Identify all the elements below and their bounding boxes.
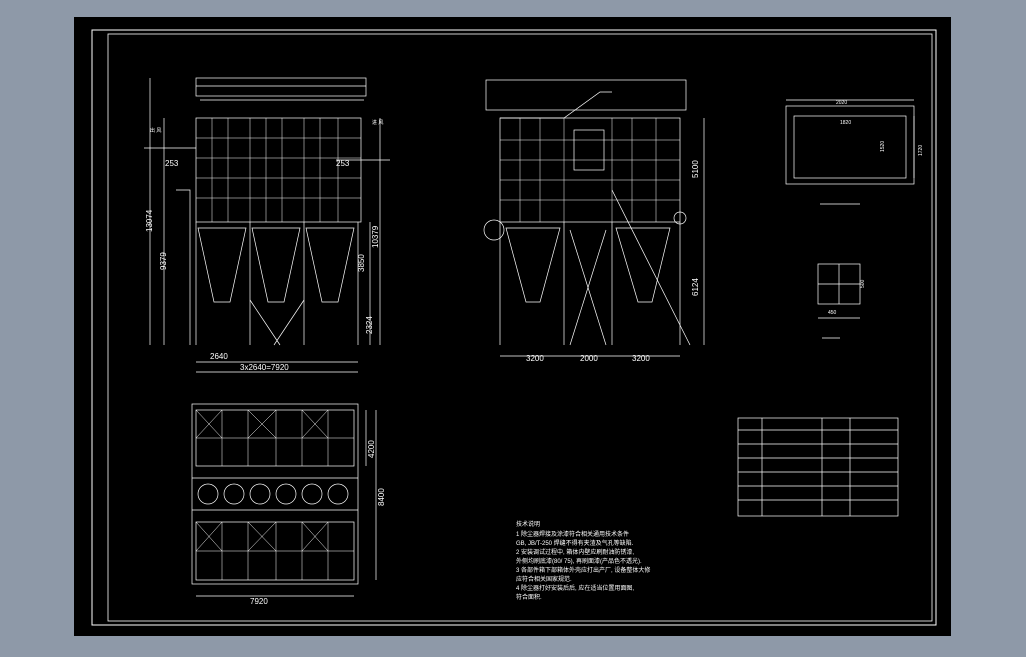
dim-plan-total-depth: 8400 xyxy=(377,488,386,506)
notes-line: 3 各部件箱下部箱体外壳应打出产厂, 设备整体大修 xyxy=(516,566,650,574)
plan-view xyxy=(191,403,377,597)
label-air-out: 出 风 xyxy=(150,127,161,134)
title-block-table xyxy=(737,417,899,517)
dim-plan-width: 7920 xyxy=(250,597,268,606)
dim-detail-a-inner-h: 1520 xyxy=(880,141,886,152)
detail-b xyxy=(817,263,861,339)
dim-side-leg-height: 6124 xyxy=(691,278,700,296)
detail-a xyxy=(785,99,915,205)
dim-detail-a-inner-w: 1820 xyxy=(840,120,851,126)
outer-border xyxy=(91,29,937,626)
dim-side-left-bay: 3200 xyxy=(526,354,544,363)
notes-line: 2 安装调试过程中, 箱体内壁应刷耐油防锈漆, xyxy=(516,548,634,556)
dim-detail-a-outer-h: 1720 xyxy=(918,145,924,156)
dim-side-right-bay: 3200 xyxy=(632,354,650,363)
dim-plan-upper-depth: 4200 xyxy=(367,440,376,458)
technical-notes: 技术说明 1 除尘器焊接及涂漆符合相关通用技术条件 GB, JB/T-250 焊… xyxy=(516,520,650,601)
notes-line: 1 除尘器焊接及涂漆符合相关通用技术条件 xyxy=(516,530,629,538)
dim-inlet-left: 253 xyxy=(165,159,179,168)
dim-leg-height: 2324 xyxy=(365,316,374,334)
notes-line: 4 除尘器打好安装后后, 应在适当位置用面图, xyxy=(516,584,634,592)
dim-inlet-right: 253 xyxy=(336,159,350,168)
paper-sheet xyxy=(74,17,951,636)
dim-detail-a-outer-w: 2020 xyxy=(836,100,847,106)
label-air-in: 进 风 xyxy=(372,119,383,126)
inner-border xyxy=(107,33,933,622)
dim-hopper-height: 3850 xyxy=(357,254,366,272)
dim-bay-width: 2640 xyxy=(210,352,228,361)
dim-detail-b-h: 500 xyxy=(860,279,866,288)
notes-line: 符合面积. xyxy=(516,593,542,601)
dim-lower-height: 9379 xyxy=(159,252,168,270)
dim-side-height: 10379 xyxy=(371,225,380,248)
notes-line: GB, JB/T-250 焊缝不得有夹渣及气孔等缺陷. xyxy=(516,539,634,547)
dim-side-upper-height: 5100 xyxy=(691,160,700,178)
notes-title: 技术说明 xyxy=(516,520,540,528)
notes-line: 外侧均刷底漆(80/ 75), 再刷面漆(产品色不透光). xyxy=(516,557,642,565)
dim-overall-height: 13074 xyxy=(145,209,154,232)
notes-line: 应符合相关国家规范. xyxy=(516,575,572,583)
front-view xyxy=(144,77,390,373)
dim-side-mid-bay: 2000 xyxy=(580,354,598,363)
dim-total-width: 3x2640=7920 xyxy=(240,363,289,372)
dim-detail-b-w: 450 xyxy=(828,310,837,316)
side-view xyxy=(483,79,705,357)
